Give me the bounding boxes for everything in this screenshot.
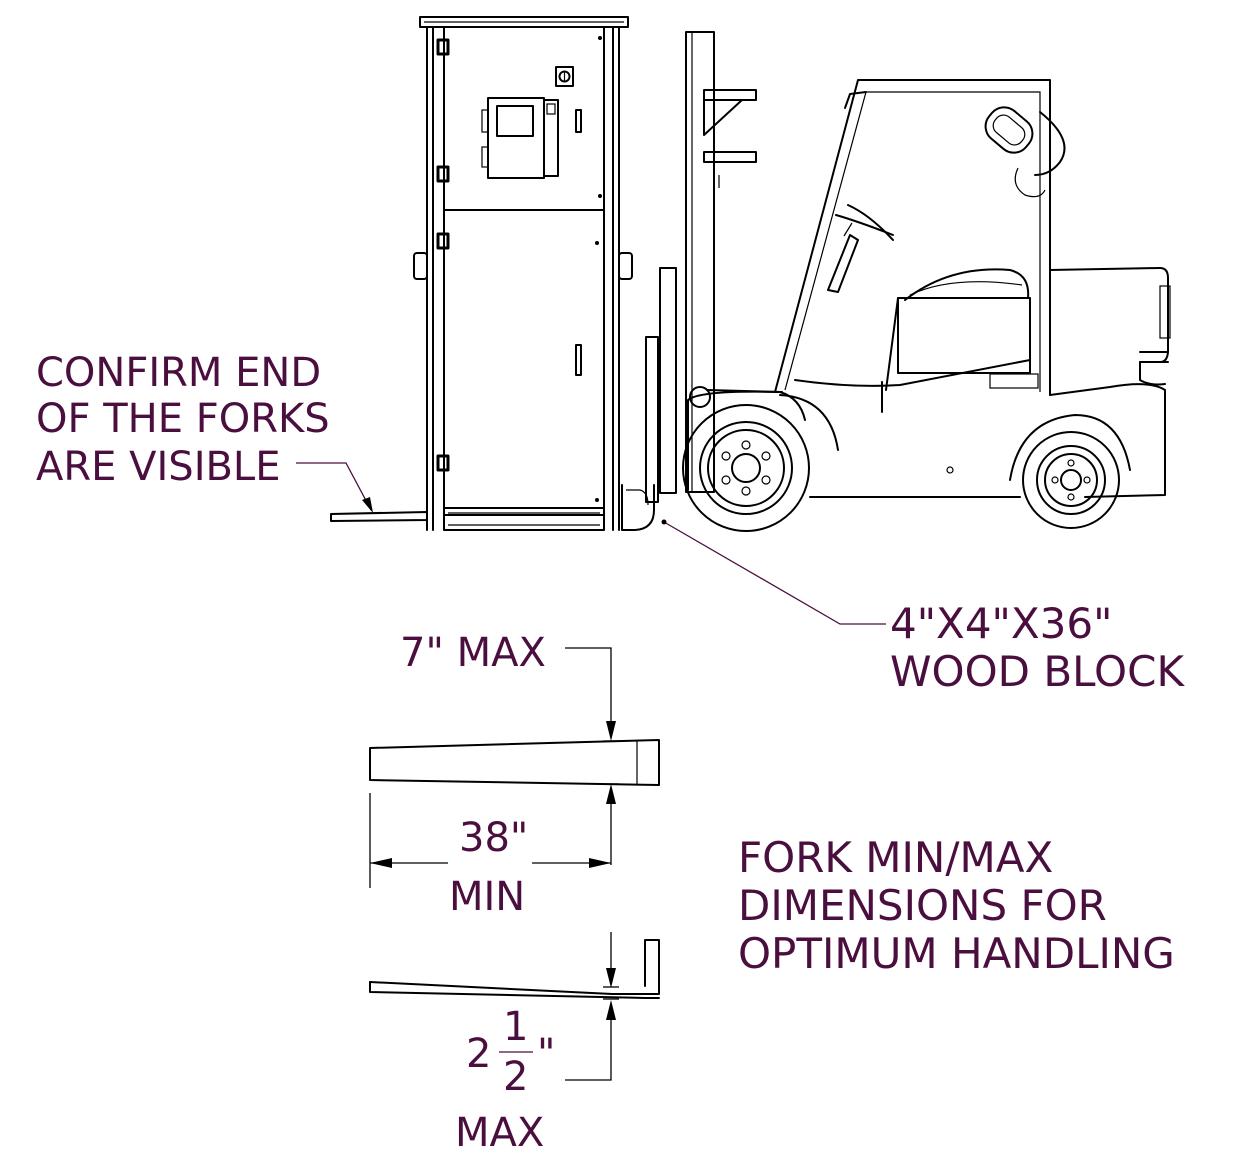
wood-block bbox=[621, 484, 655, 531]
forklift bbox=[645, 31, 1171, 503]
confirm-forks-note: CONFIRM END OF THE FORKS ARE VISIBLE bbox=[36, 350, 373, 513]
wood-block-note: 4"X4"X36" WOOD BLOCK bbox=[661, 519, 1185, 696]
fork-max-profile bbox=[369, 739, 660, 786]
confirm-forks-line-3: ARE VISIBLE bbox=[36, 444, 281, 490]
wood-block-line-2: WOOD BLOCK bbox=[890, 647, 1185, 696]
wood-block-leader-dot bbox=[661, 519, 667, 525]
fork-dimensions-line-1: FORK MIN/MAX bbox=[738, 833, 1053, 882]
fork-dimensions-line-2: DIMENSIONS FOR bbox=[738, 881, 1107, 930]
fork-thickness-denominator: 2 bbox=[503, 1054, 528, 1100]
wood-block-leader bbox=[663, 521, 886, 625]
fork-length-qualifier: MIN bbox=[449, 874, 525, 920]
wood-block-line-1: 4"X4"X36" bbox=[890, 599, 1112, 648]
fork-length-value: 38" bbox=[459, 815, 528, 861]
fork-dimensions-note: FORK MIN/MAX DIMENSIONS FOR OPTIMUM HAND… bbox=[738, 833, 1175, 978]
fork-thickness-numerator: 1 bbox=[503, 1004, 528, 1050]
fork-thickness-whole: 2 bbox=[466, 1031, 491, 1077]
tip-height-label: 7" MAX bbox=[400, 630, 546, 676]
fork-thickness-unit: " bbox=[537, 1031, 555, 1077]
equipment-cabinet bbox=[413, 16, 633, 531]
tip-height-dimension: 7" MAX bbox=[400, 630, 619, 865]
front-wheel bbox=[682, 404, 810, 532]
fork-end-visible bbox=[330, 511, 428, 522]
fork-length-dimension: 38" MIN bbox=[369, 793, 611, 920]
confirm-forks-leader bbox=[296, 462, 372, 511]
confirm-forks-line-1: CONFIRM END bbox=[36, 350, 321, 396]
confirm-forks-arrowhead bbox=[362, 497, 373, 513]
fork-dimensions-line-3: OPTIMUM HANDLING bbox=[738, 929, 1175, 978]
confirm-forks-line-2: OF THE FORKS bbox=[36, 396, 330, 442]
fork-thickness-dimension: 2 1 2 " MAX bbox=[455, 932, 619, 1154]
fork-min-profile bbox=[369, 939, 660, 999]
fork-thickness-qualifier: MAX bbox=[455, 1110, 544, 1154]
rear-wheel bbox=[1022, 431, 1120, 529]
